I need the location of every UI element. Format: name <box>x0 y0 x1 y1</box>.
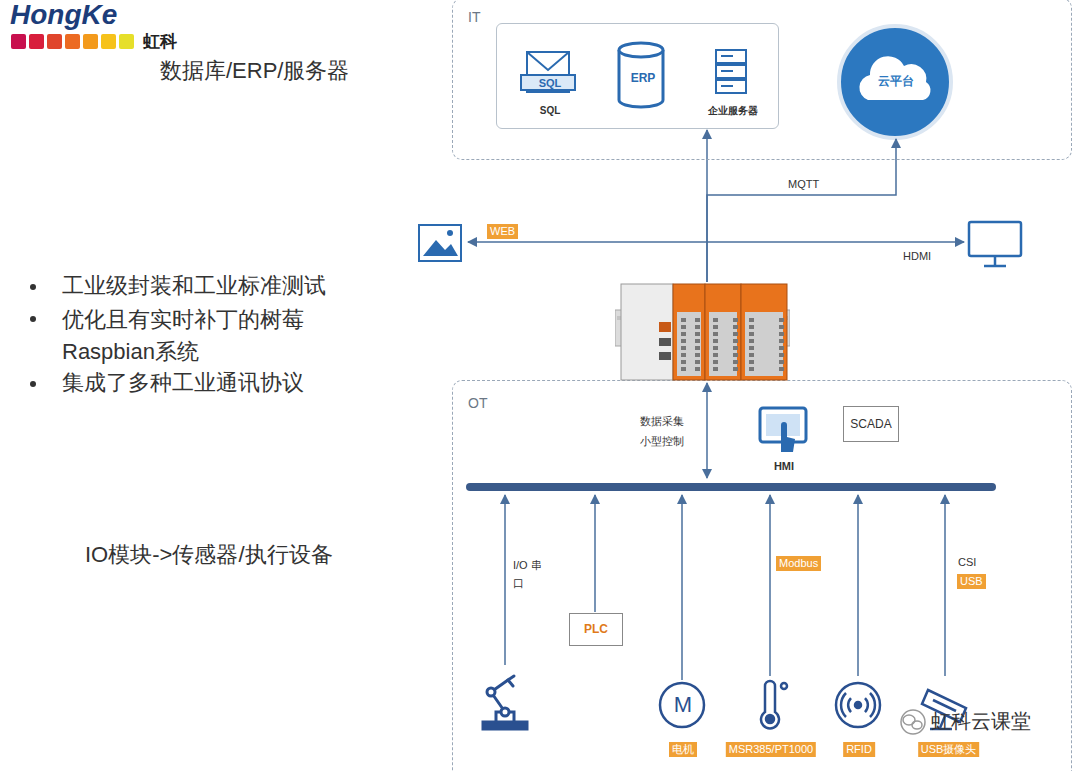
feature-bullet: 优化且有实时补丁的树莓 Raspbian系统 <box>62 304 362 368</box>
sql-database: SQL SQL <box>517 47 583 122</box>
connector-label: 数据采集 小型控制 <box>634 411 690 451</box>
bus-arrows <box>505 495 945 680</box>
enterprise-server: 企业服务器 <box>693 47 773 122</box>
bullet-dots <box>30 284 36 387</box>
server-icon <box>716 50 746 93</box>
node-label: 企业服务器 <box>708 105 758 117</box>
node-label: M <box>674 692 692 718</box>
feature-bullet: 工业级封装和工业标准测试 <box>62 272 422 300</box>
controller-device <box>615 282 790 382</box>
sql-icon <box>521 52 575 92</box>
node-label: USB摄像头 <box>918 742 980 757</box>
connector <box>706 383 708 478</box>
interface-label: I/O 串口 <box>513 556 543 592</box>
watermark: 虹科云课堂 <box>931 709 1031 734</box>
protocol-tag: USB <box>957 574 986 589</box>
edge-controller <box>615 282 790 382</box>
node-label: SCADA <box>850 417 891 431</box>
connector-label: MQTT <box>786 178 821 190</box>
connector <box>707 139 896 282</box>
it-note: 数据库/ERP/服务器 <box>160 57 349 85</box>
cloud-platform: 云平台 <box>841 28 951 138</box>
protocol-tag: Modbus <box>776 556 821 571</box>
node-label: HMI <box>774 460 794 473</box>
rfid-reader: RFID <box>829 681 889 759</box>
motor: M 电机 <box>651 681 715 759</box>
temperature-sensor: MSR385/PT1000 <box>713 681 829 759</box>
hmi-icon <box>760 408 806 452</box>
rfid-icon <box>836 683 880 727</box>
cloud-icon <box>839 26 951 138</box>
node-label: 电机 <box>669 742 697 757</box>
robot-arm-icon <box>483 676 527 729</box>
display-line <box>419 222 1021 266</box>
motor-symbol <box>660 683 704 727</box>
brand-name: 虹科 <box>143 31 177 52</box>
interface-label: CSI <box>958 556 976 570</box>
erp-cylinder <box>619 43 663 107</box>
plc-box: PLC <box>569 613 623 646</box>
thermometer-icon <box>761 681 787 728</box>
erp-system: ERP <box>614 44 672 112</box>
node-label: SQL <box>539 77 562 90</box>
interface-label: HDMI <box>903 250 931 264</box>
brand-logo: HongKe <box>10 0 117 32</box>
it-systems-box: SQL SQL ERP 企业服务器 <box>496 23 779 129</box>
node-label: OT <box>468 395 487 412</box>
node-label: MSR385/PT1000 <box>726 742 816 757</box>
scada-box: SCADA <box>843 406 899 442</box>
watermark-icon <box>901 710 925 734</box>
feature-bullet: 集成了多种工业通讯协议 <box>62 369 422 397</box>
ot-note: IO模块->传感器/执行设备 <box>85 541 333 569</box>
node-label: ERP <box>631 71 656 85</box>
hmi-panel: HMI <box>756 406 812 476</box>
node-label: PLC <box>584 622 608 636</box>
it-region: SQL SQL ERP 企业服务器 云平台 IT <box>452 0 1072 160</box>
node-label: RFID <box>843 742 875 757</box>
logo-squares <box>11 34 134 49</box>
node-label: 云平台 <box>878 74 914 88</box>
field-bus <box>470 483 992 491</box>
protocol-tag: WEB <box>487 224 518 239</box>
node-label: SQL <box>540 105 561 117</box>
node-label: IT <box>468 9 480 26</box>
